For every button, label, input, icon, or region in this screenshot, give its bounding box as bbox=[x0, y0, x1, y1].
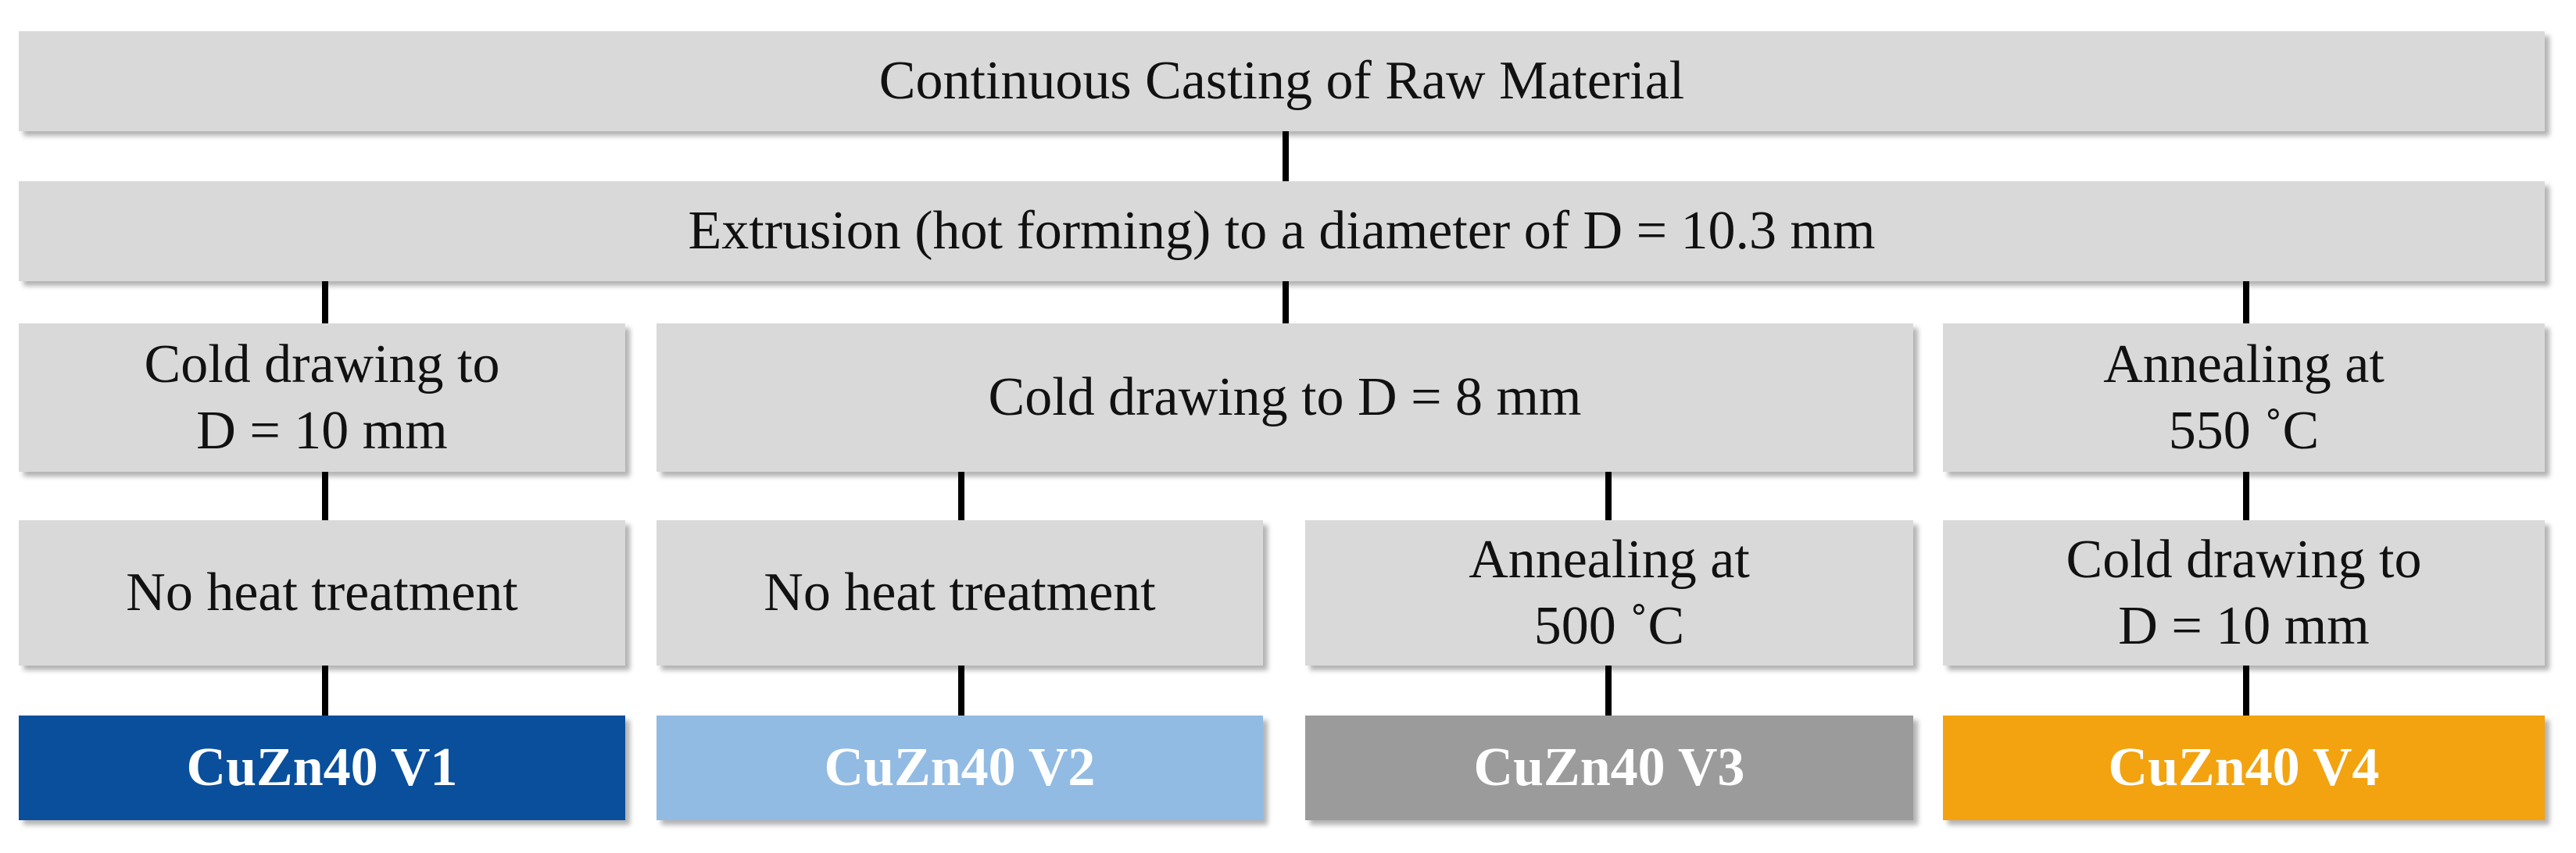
step-v3-annealing-line1: Annealing at bbox=[1469, 529, 1750, 590]
step-v4-cold-drawing-line1: Cold drawing to bbox=[2066, 529, 2422, 590]
variant-v1-label: CuZn40 V1 bbox=[186, 737, 458, 798]
step-v2-no-heat-treatment: No heat treatment bbox=[657, 520, 1263, 666]
step-continuous-casting-label: Continuous Casting of Raw Material bbox=[878, 51, 1685, 112]
variant-v3-label: CuZn40 V3 bbox=[1473, 737, 1745, 798]
variant-v1: CuZn40 V1 bbox=[19, 716, 625, 820]
variant-v4: CuZn40 V4 bbox=[1943, 716, 2545, 820]
connector-v23-v3 bbox=[1605, 472, 1612, 520]
step-v23-cold-drawing: Cold drawing to D = 8 mm bbox=[657, 323, 1913, 472]
step-v4-cold-drawing-line2: D = 10 mm bbox=[2118, 596, 2370, 656]
step-v1-no-heat-treatment: No heat treatment bbox=[19, 520, 625, 666]
step-v1-cold-drawing: Cold drawing to D = 10 mm bbox=[19, 323, 625, 472]
connector-v2-result bbox=[958, 666, 964, 716]
step-v4-annealing-line1: Annealing at bbox=[2103, 334, 2385, 394]
connector-v1-result bbox=[322, 666, 328, 716]
step-extrusion: Extrusion (hot forming) to a diameter of… bbox=[19, 181, 2545, 281]
connector-v4-annealing-drawing bbox=[2243, 472, 2249, 520]
connector-v1-drawing-treatment bbox=[322, 472, 328, 520]
step-v1-cold-drawing-line2: D = 10 mm bbox=[196, 401, 448, 461]
step-v4-cold-drawing: Cold drawing to D = 10 mm bbox=[1943, 520, 2545, 666]
variant-v2-label: CuZn40 V2 bbox=[824, 737, 1096, 798]
connector-v4-result bbox=[2243, 666, 2249, 716]
connector-casting-extrusion bbox=[1283, 131, 1289, 181]
step-continuous-casting: Continuous Casting of Raw Material bbox=[19, 31, 2545, 131]
step-v1-cold-drawing-line1: Cold drawing to bbox=[144, 334, 500, 394]
connector-v3-result bbox=[1605, 666, 1612, 716]
step-v4-annealing-line2: 550 ˚C bbox=[2168, 401, 2320, 461]
variant-v3: CuZn40 V3 bbox=[1305, 716, 1913, 820]
variant-v4-label: CuZn40 V4 bbox=[2108, 737, 2380, 798]
connector-extrusion-v4 bbox=[2243, 281, 2249, 323]
step-v3-annealing: Annealing at 500 ˚C bbox=[1305, 520, 1913, 666]
step-v23-cold-drawing-label: Cold drawing to D = 8 mm bbox=[988, 367, 1582, 428]
variant-v2: CuZn40 V2 bbox=[657, 716, 1263, 820]
step-v2-no-heat-treatment-label: No heat treatment bbox=[764, 562, 1156, 623]
step-v4-annealing: Annealing at 550 ˚C bbox=[1943, 323, 2545, 472]
step-extrusion-label: Extrusion (hot forming) to a diameter of… bbox=[688, 201, 1876, 262]
step-v3-annealing-line2: 500 ˚C bbox=[1533, 596, 1685, 656]
step-v1-no-heat-treatment-label: No heat treatment bbox=[126, 562, 518, 623]
connector-v23-v2 bbox=[958, 472, 964, 520]
connector-extrusion-v1 bbox=[322, 281, 328, 323]
connector-extrusion-v23 bbox=[1283, 281, 1289, 323]
